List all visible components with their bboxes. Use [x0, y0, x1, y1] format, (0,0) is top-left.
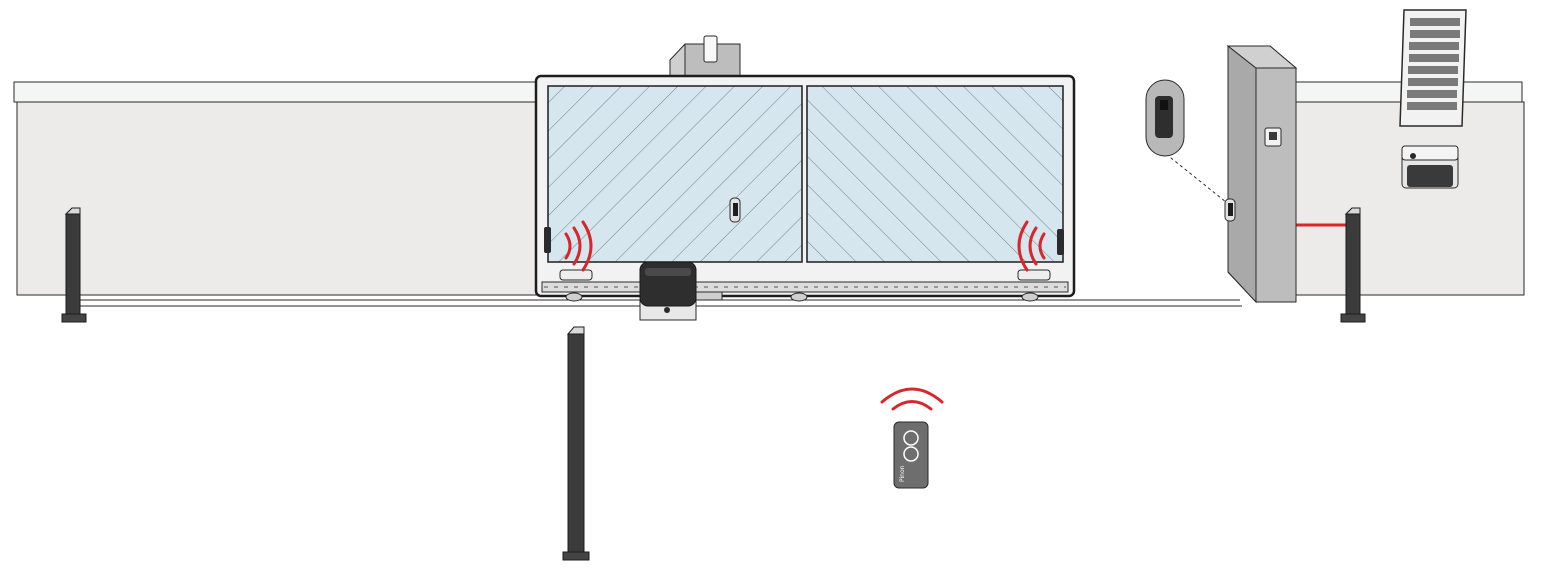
left-post-photocell-icon — [61, 207, 204, 323]
gate-photocell-icon — [729, 197, 862, 223]
left-wall — [13, 81, 539, 296]
signal-waves-left — [564, 220, 593, 272]
photocell-detail-callout — [1145, 79, 1227, 203]
remote-brand-label: Pinon — [899, 465, 906, 482]
solar-panel-icon — [1399, 9, 1467, 127]
signal-waves-right — [1017, 220, 1046, 272]
remote-control-icon: Pinon — [880, 387, 944, 489]
battery-box-icon — [1401, 145, 1459, 189]
key-switch-icon — [1264, 127, 1282, 147]
sliding-gate-icon — [534, 74, 1076, 302]
gate-motor-icon — [639, 261, 723, 321]
gate-pillar — [1226, 44, 1298, 304]
right-wall — [1295, 81, 1525, 296]
pillar-photocell-icon — [1104, 198, 1236, 222]
warning-lamp-icon — [669, 35, 741, 77]
standalone-photocell-post-icon — [562, 326, 590, 561]
